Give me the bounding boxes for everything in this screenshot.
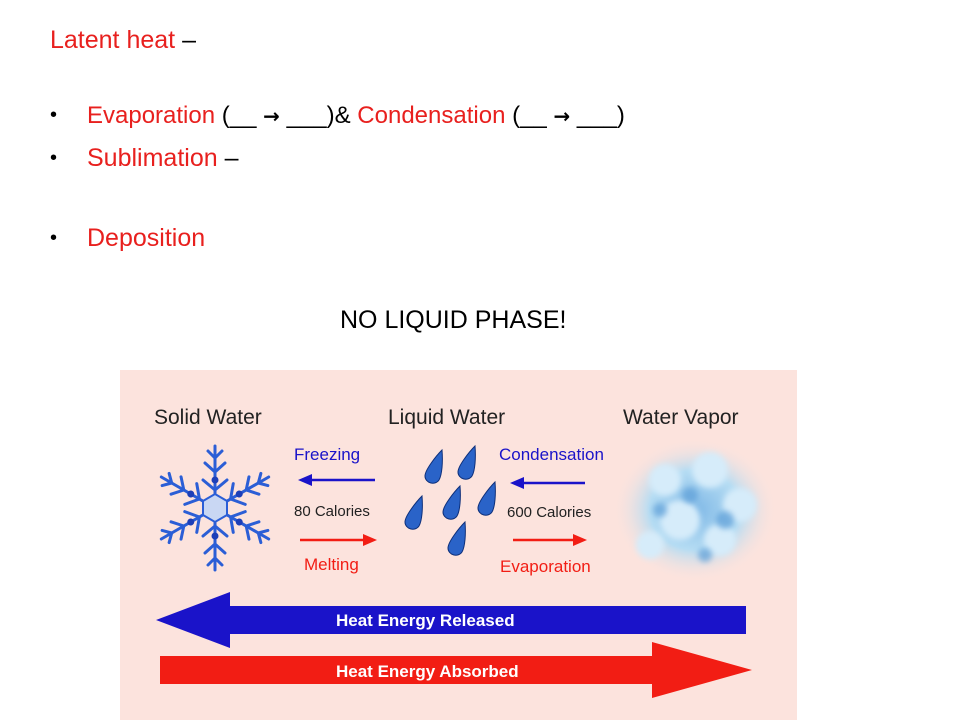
- heat-absorbed-label: Heat Energy Absorbed: [336, 662, 519, 681]
- condensation-term: Condensation: [357, 102, 506, 129]
- condensation-label: Condensation: [499, 445, 604, 464]
- title-dash: –: [175, 26, 196, 54]
- solid-water-label: Solid Water: [154, 406, 262, 429]
- bullet-dot: •: [50, 227, 58, 249]
- ampersand: &: [334, 102, 358, 129]
- condensation-arrow-icon: [510, 477, 585, 489]
- freezing-label: Freezing: [294, 445, 360, 464]
- melting-label: Melting: [304, 555, 359, 574]
- melting-arrow-icon: [300, 534, 377, 546]
- right-arrow-icon: →: [263, 104, 280, 128]
- water-droplets-icon: [404, 444, 496, 556]
- right-arrow-icon: →: [553, 104, 571, 128]
- blank-c: (__: [505, 102, 547, 129]
- water-vapor-cloud-icon: [613, 438, 777, 582]
- blank-d: ___): [576, 102, 625, 129]
- calories-80-label: 80 Calories: [294, 503, 370, 520]
- snowflake-icon: [153, 444, 277, 572]
- no-liquid-phase-note: NO LIQUID PHASE!: [340, 306, 567, 334]
- evaporation-arrow-icon: [513, 534, 587, 546]
- sublimation-term: Sublimation: [87, 144, 218, 172]
- heat-released-label: Heat Energy Released: [336, 611, 515, 630]
- evaporation-term: Evaporation: [87, 102, 216, 129]
- heat-released-arrow: [156, 592, 746, 648]
- evaporation-label: Evaporation: [500, 557, 591, 576]
- sublimation-dash: –: [217, 144, 239, 172]
- calories-600-label: 600 Calories: [507, 504, 591, 521]
- blank-a: (__: [215, 102, 257, 129]
- blank-b: ___): [286, 102, 335, 129]
- bullet-dot: •: [50, 104, 58, 126]
- bullet-dot: •: [50, 147, 58, 169]
- deposition-term: Deposition: [87, 224, 206, 252]
- heat-absorbed-arrow: [160, 642, 752, 698]
- freezing-arrow-icon: [298, 474, 375, 486]
- phase-change-svg: Solid Water Liquid Water Water Vapor: [153, 406, 777, 698]
- water-vapor-label: Water Vapor: [623, 406, 739, 429]
- latent-heat-term: Latent heat: [50, 26, 176, 54]
- phase-change-diagram: Solid Water Liquid Water Water Vapor: [120, 370, 797, 720]
- liquid-water-label: Liquid Water: [388, 406, 505, 429]
- slide-title: Latent heat –: [50, 26, 196, 55]
